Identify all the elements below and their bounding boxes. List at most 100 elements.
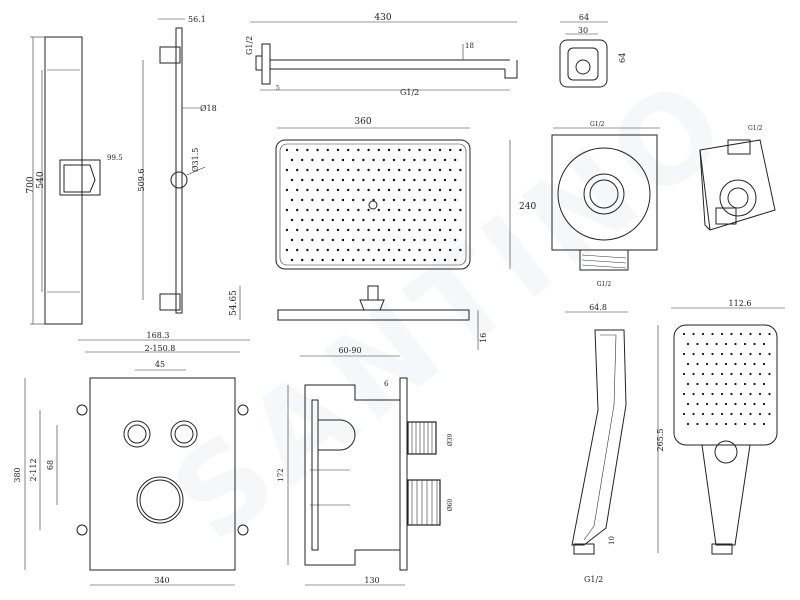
hand-nozzle-dot (720, 352, 724, 356)
nozzle-dot (311, 238, 314, 242)
nozzle-dot (285, 208, 289, 212)
nozzle-dot (413, 258, 416, 262)
nozzle-dot (357, 208, 360, 212)
nozzle-dot (408, 188, 411, 192)
nozzle-dot (296, 208, 299, 212)
hand-nozzle-dot (720, 332, 724, 336)
nozzle-dot (372, 258, 375, 262)
nozzle-dot (285, 248, 289, 252)
nozzle-dot (438, 248, 442, 252)
nozzle-dot (392, 178, 396, 182)
nozzle-dot (331, 178, 334, 182)
nozzle-dot (423, 238, 426, 242)
nozzle-dot (443, 238, 447, 242)
nozzle-dot (443, 218, 447, 222)
nozzle-dot (285, 148, 289, 152)
nozzle-dot (454, 198, 457, 202)
nozzle-dot (382, 258, 385, 262)
nozzle-dot (352, 158, 355, 162)
hand-nozzle-dot (739, 412, 743, 416)
dim-box-depth: 60-90 (338, 346, 361, 355)
dim-box-height: 172 (277, 468, 285, 481)
nozzle-dot (341, 218, 345, 222)
hand-nozzle-dot (701, 412, 705, 416)
nozzle-dot (382, 218, 385, 222)
nozzle-dot (408, 228, 411, 232)
svg-text:G1/2: G1/2 (748, 125, 763, 132)
nozzle-dot (459, 148, 462, 152)
dim-box-gap: 6 (384, 380, 389, 388)
hand-nozzle-dot (768, 412, 771, 416)
wall-elbow-front: 64 30 64 (559, 13, 627, 88)
hand-nozzle-dot (692, 332, 695, 336)
hand-nozzle-dot (682, 392, 686, 396)
nozzle-dot (306, 148, 309, 152)
nozzle-dot (367, 168, 370, 172)
nozzle-dot (290, 178, 294, 182)
hand-nozzle-dot (720, 412, 724, 416)
nozzle-dot (454, 178, 457, 182)
dim-elbow-width: 64 (579, 13, 589, 22)
hand-nozzle-dot (758, 412, 762, 416)
hand-nozzle-dot (739, 332, 743, 336)
dim-box-bottom: 130 (364, 576, 379, 585)
hand-nozzle-dot (682, 352, 686, 356)
nozzle-dot (336, 168, 340, 172)
hand-nozzle-dot (692, 412, 695, 416)
nozzle-dot (347, 228, 350, 232)
nozzle-dot (403, 198, 406, 202)
nozzle-dot (347, 148, 350, 152)
hand-nozzle-dot (724, 402, 728, 406)
nozzle-dot (316, 208, 319, 212)
hand-nozzles (682, 332, 771, 426)
nozzle-dot (367, 188, 370, 192)
valve-plate-front: 168.3 2-150.8 45 380 2-112 68 340 (13, 331, 250, 586)
nozzle-dot (418, 208, 421, 212)
dim-hand-thread: G1/2 (584, 575, 603, 584)
hand-nozzle-dot (692, 352, 695, 356)
nozzle-dot (428, 148, 431, 152)
nozzle-dot (311, 218, 314, 222)
nozzle-dot (403, 178, 406, 182)
dim-arm-thread-bottom: G1/2 (400, 88, 419, 97)
nozzle-dot (454, 238, 457, 242)
nozzle-dot (459, 168, 462, 172)
hand-nozzle-dot (696, 382, 699, 386)
hand-nozzle-dot (749, 372, 752, 376)
hand-nozzle-dot (734, 362, 737, 366)
nozzle-dot (316, 168, 319, 172)
nozzle-dot (392, 258, 396, 262)
nozzle-dot (443, 198, 447, 202)
dim-head-thick: 16 (479, 333, 488, 343)
nozzle-dot (423, 218, 426, 222)
nozzle-dot (341, 178, 345, 182)
nozzle-dot (382, 178, 385, 182)
nozzle-dot (372, 158, 375, 162)
slide-rail-front-view: 700 540 (26, 36, 101, 325)
nozzle-dot (326, 148, 329, 152)
nozzle-dot (285, 228, 289, 232)
shower-arm: 430 18 G1/2 G1/2 5 (245, 13, 518, 97)
nozzle-dot (362, 238, 365, 242)
dim-hand-end: 10 (608, 536, 616, 545)
nozzle-dot (433, 258, 436, 262)
hand-nozzle-dot (768, 372, 771, 376)
nozzle-dot (408, 208, 411, 212)
hand-nozzle-dot (696, 362, 699, 366)
nozzle-dot (367, 208, 370, 212)
hand-nozzle-dot (705, 362, 709, 366)
hand-nozzle-dot (701, 352, 705, 356)
nozzle-dot (387, 248, 391, 252)
dim-head-depth: 240 (519, 202, 536, 212)
hand-nozzle-dot (768, 392, 771, 396)
nozzle-dot (438, 208, 442, 212)
hand-nozzle-dot (692, 392, 695, 396)
nozzle-dot (321, 238, 324, 242)
hand-nozzle-dot (701, 332, 705, 336)
nozzle-dot (403, 258, 406, 262)
nozzle-dot (285, 188, 289, 192)
nozzle-dot (459, 208, 462, 212)
hand-nozzle-dot (749, 332, 752, 336)
nozzle-dot (449, 188, 452, 192)
nozzle-dot (331, 198, 334, 202)
